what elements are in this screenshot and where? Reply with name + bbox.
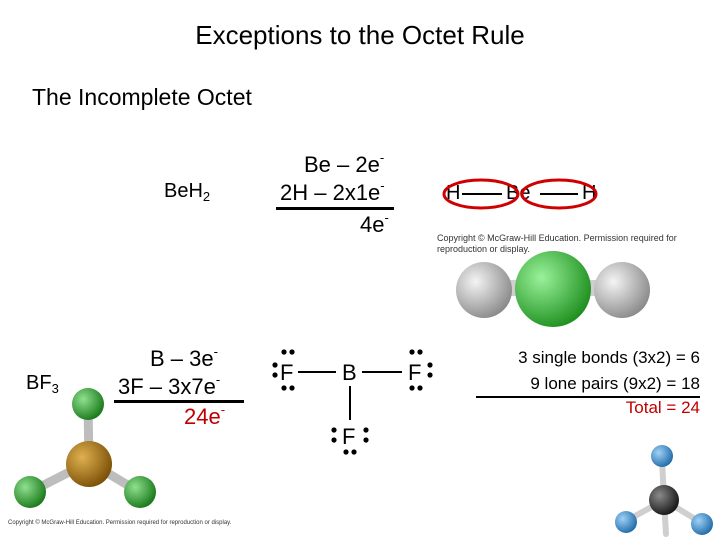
blue-atom-top [651,445,673,467]
central-atom [649,485,679,515]
beh2-sum-rule [276,207,394,210]
bf3-bonds-line1: 3 single bonds (3x2) = 6 [518,348,700,367]
slide-title: Exceptions to the Octet Rule [195,20,525,50]
bf3-calc-total: 24e- [184,402,226,429]
bf3-lewis-f-left: F [280,360,294,385]
beryllium-atom [515,251,591,327]
bf3-lewis-f-right: F [408,360,422,385]
bf3-calc-line1: B – 3e- [150,344,219,371]
slide-subtitle: The Incomplete Octet [32,84,252,110]
fluorine-atom-right [124,476,156,508]
bf3-bonds-line2: 9 lone pairs (9x2) = 18 [530,374,700,393]
beh2-copyright: Copyright © McGraw-Hill Education. Permi… [437,233,677,254]
bf3-bonds-rule [476,396,700,398]
beh2-calc-total: 4e- [360,210,389,237]
bf3-lewis-f-bottom: F [342,424,356,449]
blue-atom-right [691,513,713,535]
fluorine-atom-top [72,388,104,420]
bf3-calc-line2: 3F – 3x7e- [118,372,221,399]
bf3-copyright: Copyright © McGraw-Hill Education. Permi… [8,520,232,526]
blue-atom-left [615,511,637,533]
bf3-bonds-total: Total = 24 [625,398,700,417]
bf3-formula: BF3 [26,372,59,396]
hydrogen-atom-left [456,262,512,318]
beh2-calc-line2: 2H – 2x1e- [280,178,385,205]
bf3-lewis-b: B [342,360,357,385]
hydrogen-atom-right [594,262,650,318]
boron-atom [66,441,112,487]
bf3-sum-rule [114,400,244,403]
fluorine-atom-left [14,476,46,508]
beh2-calc-line1: Be – 2e- [304,150,385,177]
beh2-formula: BeH2 [164,180,211,204]
